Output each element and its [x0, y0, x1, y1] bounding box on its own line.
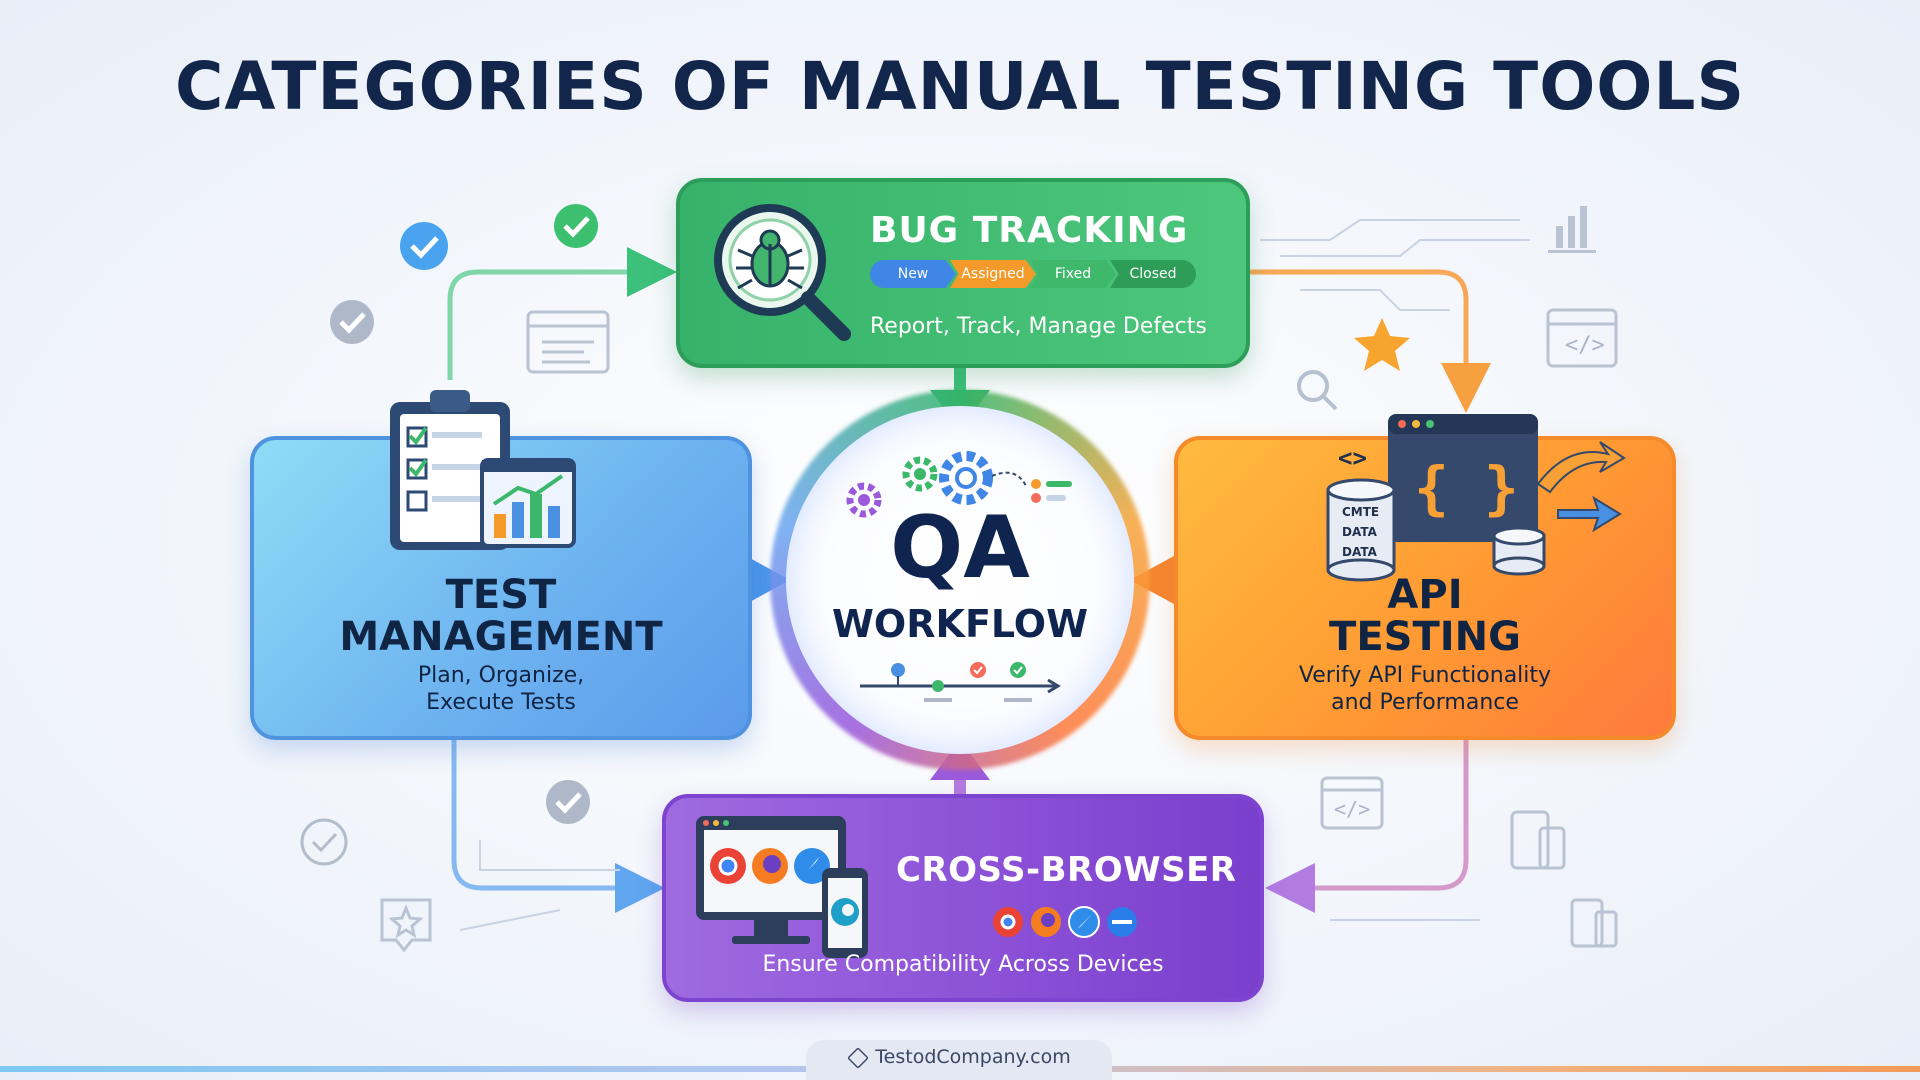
api-testing-title: API TESTING: [1178, 574, 1672, 658]
browser-window-icon: [526, 310, 610, 374]
bug-tracking-card: BUG TRACKING New Assigned Fixed Closed R…: [676, 178, 1250, 368]
small-database-icon: [1492, 526, 1546, 576]
test-management-card: TEST MANAGEMENT Plan, Organize, Execute …: [250, 390, 752, 740]
browser-logos-icon: [993, 906, 1137, 938]
test-management-description: Plan, Organize, Execute Tests: [254, 662, 748, 716]
check-badge-icon: [400, 222, 448, 270]
desktop-mobile-browser-icon: [696, 816, 868, 958]
api-testing-desc-line1: Verify API Functionality: [1298, 663, 1552, 688]
bug-to-api-connector: [1250, 269, 1491, 413]
status-new: New: [870, 260, 956, 288]
db-label: DATA: [1342, 525, 1378, 539]
timeline-icon: [860, 662, 1061, 702]
database-icon: CMTE DATA DATA: [1326, 478, 1396, 582]
code-icon-text: </>: [1334, 797, 1370, 821]
footer-tab: TestodCompany.com: [806, 1040, 1112, 1080]
brand-logo-icon: [847, 1046, 870, 1069]
check-badge-icon: [554, 204, 598, 248]
test-management-desc-line2: Execute Tests: [426, 690, 576, 715]
api-testing-card: { } <> CMTE DATA DATA API TESTING Verify…: [1174, 414, 1676, 740]
api-braces-text: { }: [1414, 454, 1519, 522]
api-code-database-icon: { } <> CMTE DATA DATA: [1326, 414, 1626, 582]
qa-workflow-hub: QA WORKFLOW: [786, 406, 1134, 754]
clipboard-chart-icon: [390, 390, 576, 550]
test-management-title-line2: MANAGEMENT: [339, 614, 663, 660]
device-icon: [1570, 898, 1618, 948]
tm-to-bug-connector: [447, 247, 677, 380]
api-testing-desc-line2: and Performance: [1331, 690, 1519, 715]
qa-label: QA: [890, 498, 1030, 598]
api-testing-title-line1: API: [1387, 572, 1463, 618]
workflow-label: WORKFLOW: [832, 602, 1088, 646]
bug-tracking-description: Report, Track, Manage Defects: [870, 314, 1207, 339]
code-window-icon: [1320, 776, 1384, 830]
status-closed: Closed: [1110, 260, 1196, 288]
test-management-desc-line1: Plan, Organize,: [417, 663, 585, 688]
cross-browser-card: CROSS-BROWSER Ensure Compatibility Acros…: [662, 794, 1264, 1002]
footer-brand-text: TestodCompany.com: [806, 1046, 1112, 1069]
code-window-icon: [1546, 308, 1618, 368]
tm-to-cb-connector: [451, 736, 665, 913]
check-outline-icon: [300, 818, 348, 866]
code-icon-text: </>: [1565, 333, 1605, 358]
test-management-title: TEST MANAGEMENT: [254, 574, 748, 658]
cross-browser-title: CROSS-BROWSER: [896, 850, 1237, 890]
star-badge-icon: [380, 898, 432, 953]
bug-status-pipeline: New Assigned Fixed Closed: [870, 260, 1196, 288]
status-assigned: Assigned: [950, 260, 1036, 288]
circuit-line: [459, 909, 561, 931]
api-testing-description: Verify API Functionality and Performance: [1178, 662, 1672, 716]
device-icon: [1510, 810, 1566, 870]
cross-browser-description: Ensure Compatibility Across Devices: [762, 952, 1164, 977]
api-testing-title-line2: TESTING: [1329, 614, 1521, 660]
db-label: CMTE: [1342, 505, 1379, 519]
bug-tracking-title: BUG TRACKING: [870, 210, 1189, 251]
circuit-line: [1300, 289, 1450, 311]
search-icon: [1297, 370, 1338, 411]
exchange-arrow-icon: [1536, 441, 1626, 494]
check-badge-icon: [546, 780, 590, 824]
api-to-cb-connector: [1265, 736, 1469, 913]
db-label: DATA: [1342, 545, 1378, 559]
check-badge-icon: [330, 300, 374, 344]
test-management-title-line1: TEST: [445, 572, 557, 618]
circuit-line: [479, 840, 620, 871]
bug-magnifier-icon: [714, 204, 851, 341]
star-icon: [1354, 318, 1410, 371]
circuit-line: [1280, 239, 1530, 257]
page-title: CATEGORIES OF MANUAL TESTING TOOLS: [174, 48, 1745, 125]
api-to-center-arrowhead: [1130, 550, 1185, 610]
exchange-arrow-icon: [1557, 495, 1622, 533]
bar-chart-icon: [1548, 206, 1596, 253]
gears-icon: [846, 451, 1072, 518]
circuit-line: [1260, 219, 1520, 241]
api-tag-text: <>: [1338, 444, 1367, 472]
status-fixed: Fixed: [1030, 260, 1116, 288]
footer-url: TestodCompany.com: [875, 1046, 1071, 1068]
